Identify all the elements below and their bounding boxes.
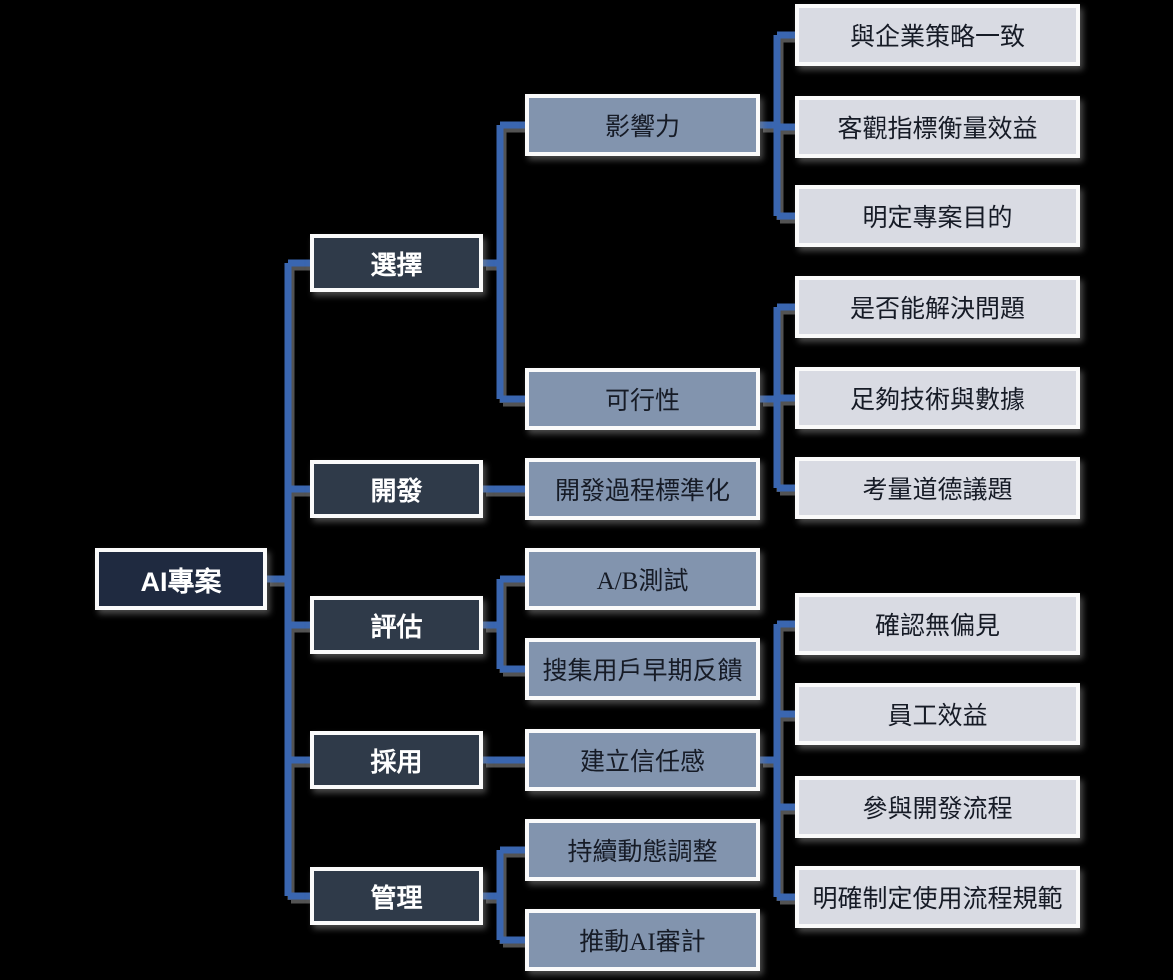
mid-node-label: 可行性 <box>604 388 680 415</box>
branch-label: 開發 <box>370 475 423 506</box>
leaf-node-define-purpose: 明定專案目的 <box>795 185 1080 247</box>
mid-node-label: 建立信任感 <box>579 749 705 776</box>
root-node-ai-project: AI專案 <box>95 548 267 610</box>
leaf-node-label: 考量道德議題 <box>862 477 1013 504</box>
mid-node-label: 開發過程標準化 <box>554 478 730 505</box>
mid-node-impact: 影響力 <box>525 94 760 156</box>
connector-impact-bracket <box>760 31 795 220</box>
mid-node-build-trust: 建立信任感 <box>525 729 760 791</box>
connector-selection-bracket <box>483 121 525 403</box>
leaf-node-label: 確認無偏見 <box>874 613 1000 640</box>
branch-label: 採用 <box>370 746 423 777</box>
connector-feasibility-bracket <box>760 303 795 492</box>
leaf-node-sufficient-tech-data: 足夠技術與數據 <box>795 367 1080 429</box>
leaf-node-participate-development: 參與開發流程 <box>795 776 1080 838</box>
branch-label: 評估 <box>370 611 423 642</box>
mid-node-dev-standardization: 開發過程標準化 <box>525 458 760 520</box>
leaf-node-no-bias: 確認無偏見 <box>795 593 1080 655</box>
leaf-node-label: 足夠技術與數據 <box>849 387 1025 414</box>
leaf-node-label: 明確制定使用流程規範 <box>812 886 1063 913</box>
leaf-node-label: 員工效益 <box>887 703 988 730</box>
mid-node-feasibility: 可行性 <box>525 368 760 430</box>
branch-node-development: 開發 <box>310 460 483 518</box>
leaf-node-label: 與企業策略一致 <box>849 24 1025 51</box>
mid-node-label: 推動AI審計 <box>579 929 706 956</box>
mid-node-ai-audit: 推動AI審計 <box>525 909 760 971</box>
mid-node-continuous-adjustment: 持續動態調整 <box>525 819 760 881</box>
leaf-node-align-strategy: 與企業策略一致 <box>795 4 1080 66</box>
leaf-node-label: 明定專案目的 <box>862 205 1013 232</box>
branch-node-management: 管理 <box>310 867 483 925</box>
branch-label: 選擇 <box>370 249 423 280</box>
connector-trust-bracket <box>760 620 795 901</box>
leaf-node-objective-metrics: 客觀指標衡量效益 <box>795 96 1080 158</box>
leaf-node-label: 參與開發流程 <box>862 796 1013 823</box>
connector-evaluation-bracket <box>483 575 525 673</box>
branch-node-evaluation: 評估 <box>310 596 483 654</box>
connector-blue-lines <box>267 31 795 944</box>
leaf-node-usage-process-rules: 明確制定使用流程規範 <box>795 866 1080 928</box>
mid-node-label: 持續動態調整 <box>567 839 718 866</box>
leaf-node-label: 是否能解決問題 <box>849 296 1025 323</box>
root-node-label: AI專案 <box>140 566 222 597</box>
mid-node-ab-testing: A/B測試 <box>525 548 760 610</box>
branch-node-adoption: 採用 <box>310 731 483 789</box>
leaf-node-solves-problem: 是否能解決問題 <box>795 276 1080 338</box>
leaf-node-employee-benefit: 員工效益 <box>795 683 1080 745</box>
connector-management-bracket <box>483 846 525 944</box>
mid-node-label: 搜集用戶早期反饋 <box>542 658 743 685</box>
connector-trunk <box>267 259 310 900</box>
leaf-node-ethics-consideration: 考量道德議題 <box>795 457 1080 519</box>
branch-node-selection: 選擇 <box>310 234 483 292</box>
leaf-node-label: 客觀指標衡量效益 <box>837 116 1038 143</box>
mid-node-label: A/B測試 <box>596 568 689 595</box>
branch-label: 管理 <box>370 882 423 913</box>
mid-node-label: 影響力 <box>604 114 680 141</box>
mid-node-early-user-feedback: 搜集用戶早期反饋 <box>525 638 760 700</box>
